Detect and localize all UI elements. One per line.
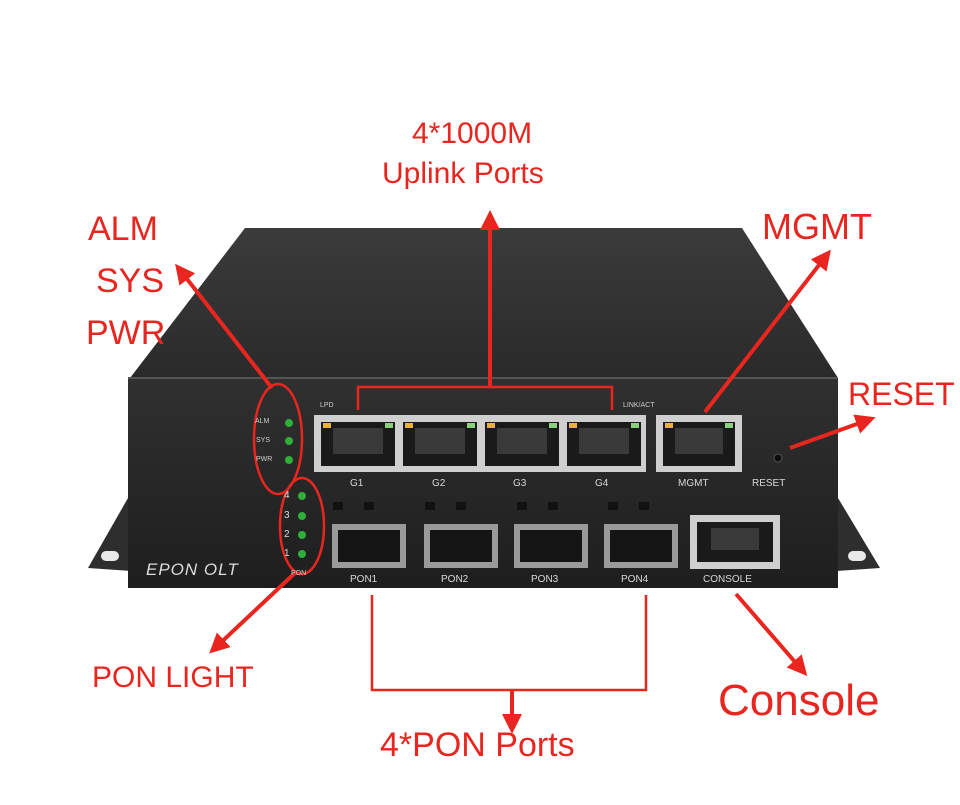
pon-led-number-3: 3 <box>284 510 290 521</box>
pon-led-2 <box>298 531 306 539</box>
uplink-label-g3: G3 <box>513 478 527 489</box>
pon-led-number-2: 2 <box>284 529 290 540</box>
right-bracket-hole <box>848 551 866 561</box>
pon-leds <box>298 492 306 558</box>
console-port-label: CONSOLE <box>703 574 752 585</box>
reset-arrow <box>789 414 876 450</box>
pon-led-label: PON <box>291 570 307 577</box>
pon-port-label-2: PON2 <box>441 574 469 585</box>
uplink-label-g2: G2 <box>432 478 446 489</box>
uplink-port-g3[interactable] <box>485 422 559 466</box>
pon-ports-bracket <box>370 595 648 692</box>
pon-port-1[interactable] <box>332 502 406 568</box>
sys-callout: SYS <box>96 262 165 300</box>
reset-callout: RESET <box>848 376 955 412</box>
mgmt-callout: MGMT <box>762 206 872 247</box>
uplink-port-g1[interactable] <box>321 422 395 466</box>
uplink-label-g1: G1 <box>350 478 364 489</box>
sys-led-label: SYS <box>256 437 271 444</box>
status-leds <box>285 419 293 464</box>
mgmt-port-label: MGMT <box>678 478 709 489</box>
left-bracket-hole <box>101 551 119 561</box>
pon-port-label-3: PON3 <box>531 574 559 585</box>
lpd-label: LPD <box>320 402 334 409</box>
console-arrow <box>734 592 808 677</box>
alm-led <box>285 419 293 427</box>
pon-led-1 <box>298 550 306 558</box>
mgmt-port[interactable] <box>656 415 742 472</box>
reset-port-label: RESET <box>752 478 786 489</box>
pon-port-2[interactable] <box>424 502 498 568</box>
mgmt-arrow <box>703 249 831 414</box>
pwr-led-label: PWR <box>256 456 273 463</box>
sys-led <box>285 437 293 445</box>
uplink-bracket <box>356 385 614 410</box>
pon-port-4[interactable] <box>604 502 678 568</box>
uplink-port-g4[interactable] <box>567 422 641 466</box>
pon-port-3[interactable] <box>514 502 588 568</box>
pon-led-number-1: 1 <box>284 548 290 559</box>
pon-ports-callout: 4*PON Ports <box>380 726 575 764</box>
status-led-ellipse <box>252 382 304 496</box>
alm-callout: ALM <box>88 210 158 248</box>
pon-led-4 <box>298 492 306 500</box>
console-port[interactable] <box>690 515 780 569</box>
pon-light-callout: PON LIGHT <box>92 661 254 694</box>
reset-button-hole[interactable] <box>773 453 783 463</box>
pon-led-ellipse <box>278 476 326 576</box>
pon-light-arrow <box>209 570 298 654</box>
uplink-port-g2[interactable] <box>403 422 477 466</box>
uplink-label-g4: G4 <box>595 478 609 489</box>
brand-label: EPON OLT <box>146 560 239 579</box>
pon-port-label-1: PON1 <box>350 574 378 585</box>
pon-led-3 <box>298 512 306 520</box>
uplink-callout-line1: 4*1000M <box>412 117 533 150</box>
alm-led-label: ALM <box>255 418 270 425</box>
status-led-arrow <box>175 263 274 390</box>
pwr-callout: PWR <box>86 314 166 352</box>
pwr-led <box>285 456 293 464</box>
annotation-graphics <box>175 210 876 734</box>
console-callout: Console <box>718 676 880 725</box>
link-act-label: LINK/ACT <box>623 402 655 409</box>
pon-port-label-4: PON4 <box>621 574 649 585</box>
pon-led-number-4: 4 <box>284 490 290 501</box>
chassis-top <box>130 228 838 378</box>
uplink-callout-line2: Uplink Ports <box>382 157 544 190</box>
